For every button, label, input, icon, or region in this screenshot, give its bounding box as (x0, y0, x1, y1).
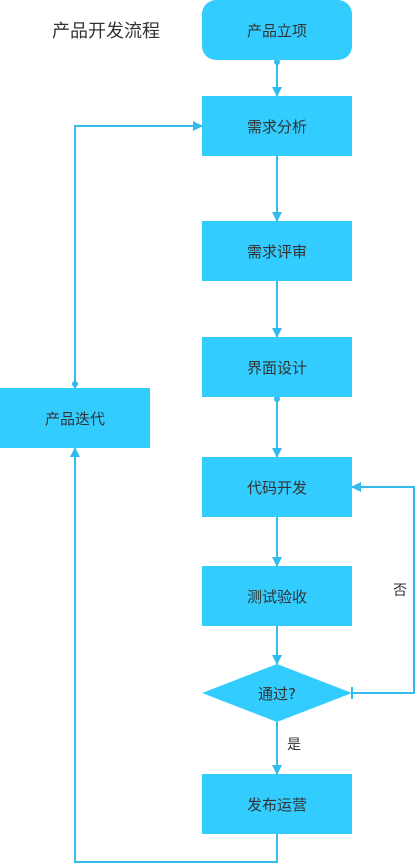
edge-label-no: 否 (393, 583, 407, 599)
connector-dot (72, 381, 78, 387)
node-requirement-review: 需求评审 (202, 221, 352, 281)
edge-decision-no-develop (351, 482, 415, 694)
node-test-acceptance: 测试验收 (202, 566, 352, 626)
edge-release-iterate (70, 447, 278, 863)
node-decision-label: 通过? (258, 685, 296, 703)
edge-label-yes: 是 (287, 737, 301, 753)
node-code-development: 代码开发 (202, 457, 352, 517)
node-product-iteration: 产品迭代 (0, 388, 150, 448)
connector-dot (274, 59, 280, 65)
node-requirement-analysis: 需求分析 (202, 96, 352, 156)
decision-diamond (202, 664, 352, 722)
edge-iterate-analysis (74, 121, 203, 388)
node-ui-design: 界面设计 (202, 337, 352, 397)
diagram-title: 产品开发流程 (52, 21, 160, 42)
node-release-operation: 发布运营 (202, 774, 352, 834)
node-product-kickoff: 产品立项 (202, 0, 352, 60)
connector-dot (274, 396, 280, 402)
